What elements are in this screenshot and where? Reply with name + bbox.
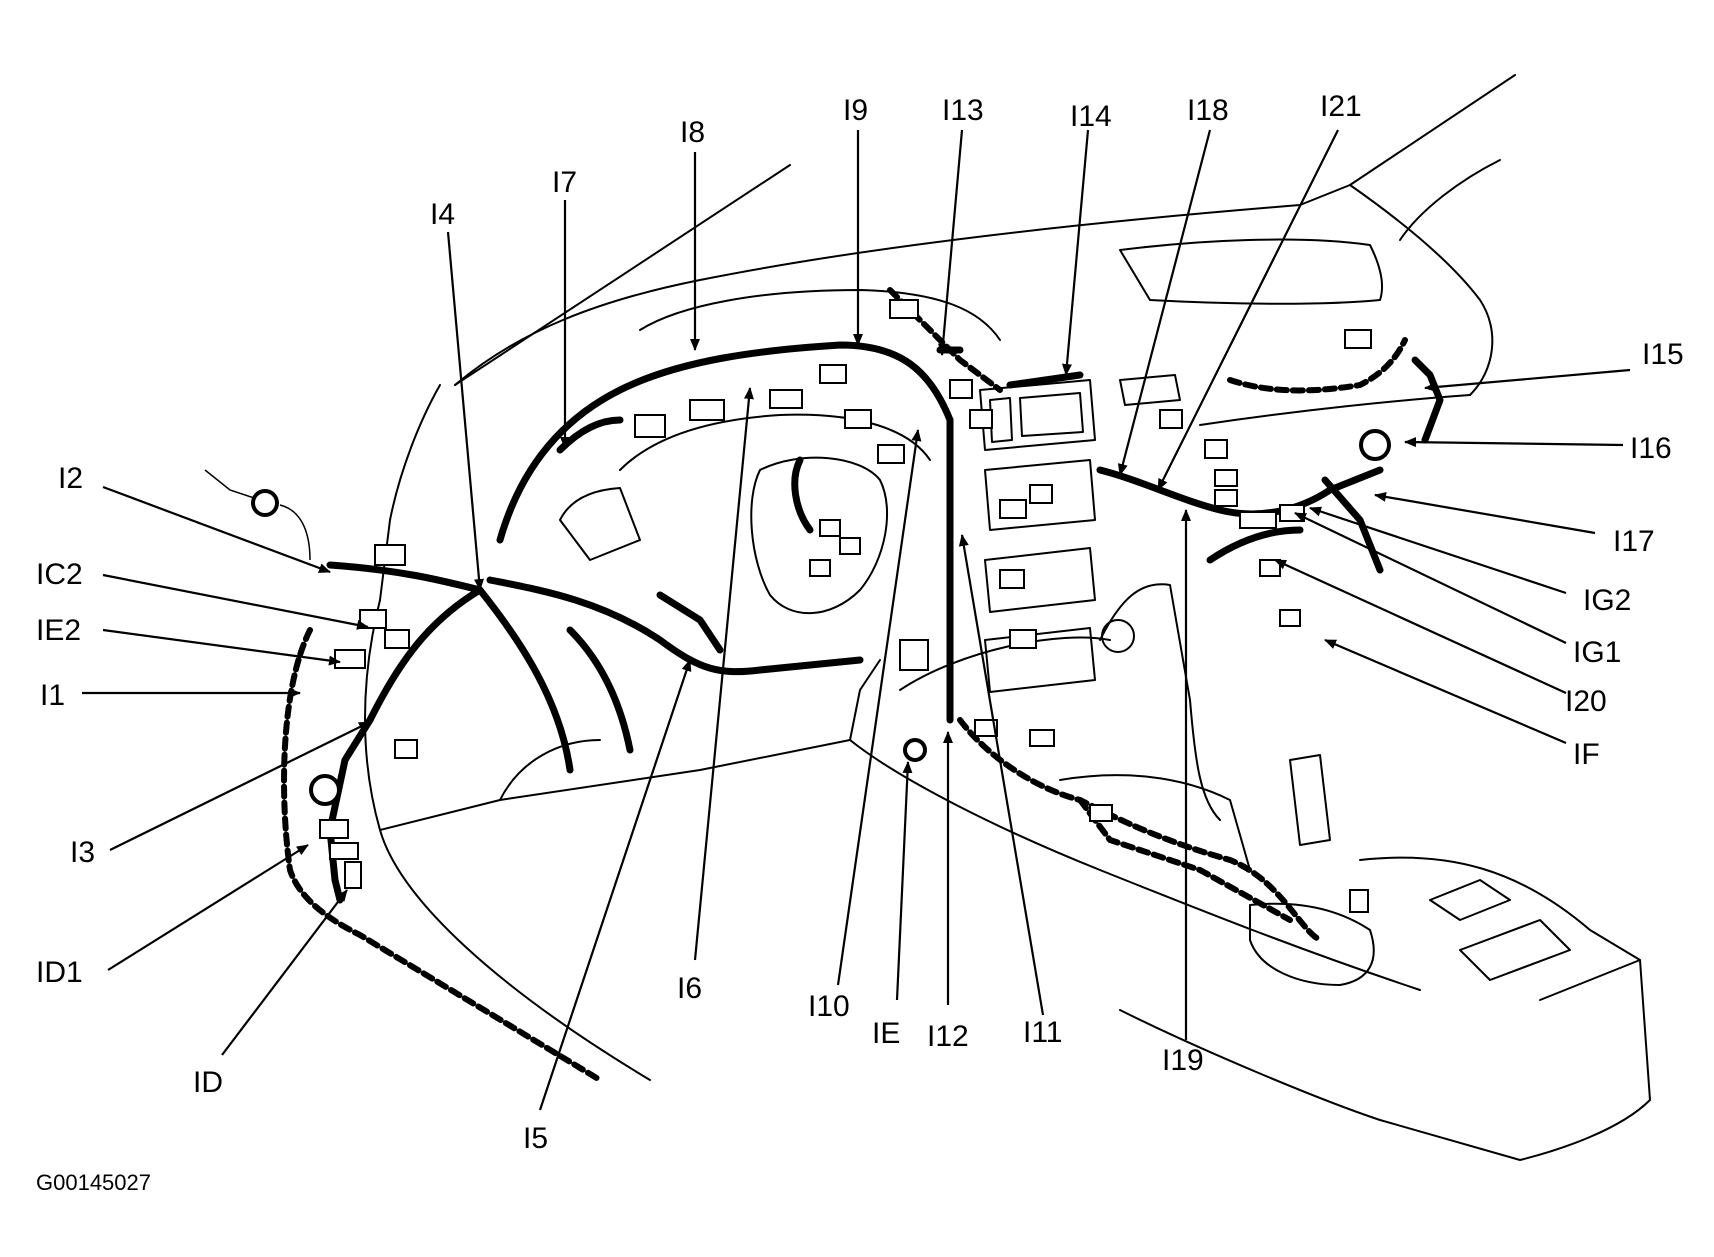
connectors <box>309 299 1391 913</box>
label-I20: I20 <box>1565 685 1607 718</box>
label-IC2: IC2 <box>36 558 83 591</box>
label-I11: I11 <box>1023 1016 1062 1049</box>
label-I1: I1 <box>40 679 65 712</box>
label-I6: I6 <box>677 972 702 1005</box>
label-IE: IE <box>872 1017 900 1050</box>
label-I9: I9 <box>843 94 868 127</box>
callout-labels: I2 IC2 IE2 I1 I3 ID1 ID I4 I5 I6 I7 I8 I… <box>36 90 1684 1195</box>
label-IG1: IG1 <box>1573 636 1621 669</box>
label-I16: I16 <box>1630 432 1672 465</box>
label-I14: I14 <box>1070 100 1112 133</box>
figure-id: G00145027 <box>36 1170 151 1195</box>
label-I12: I12 <box>927 1020 969 1053</box>
label-I3: I3 <box>70 836 95 869</box>
label-I15: I15 <box>1642 338 1684 371</box>
label-IF: IF <box>1573 738 1600 771</box>
label-I18: I18 <box>1187 94 1229 127</box>
label-I8: I8 <box>680 116 705 149</box>
label-IG2: IG2 <box>1583 584 1631 617</box>
label-I13: I13 <box>942 94 984 127</box>
leader-lines <box>82 129 1631 1111</box>
label-I17: I17 <box>1613 525 1655 558</box>
label-ID: ID <box>193 1066 223 1099</box>
label-I19: I19 <box>1162 1044 1204 1077</box>
wire-harness <box>204 287 1444 1083</box>
dashboard-outline <box>364 74 1651 1161</box>
label-ID1: ID1 <box>36 956 83 989</box>
label-I4: I4 <box>430 198 455 231</box>
label-I7: I7 <box>552 166 577 199</box>
label-I21: I21 <box>1320 90 1362 123</box>
label-IE2: IE2 <box>36 614 81 647</box>
label-I5: I5 <box>523 1122 548 1155</box>
label-I10: I10 <box>808 990 850 1023</box>
label-I2: I2 <box>58 462 83 495</box>
